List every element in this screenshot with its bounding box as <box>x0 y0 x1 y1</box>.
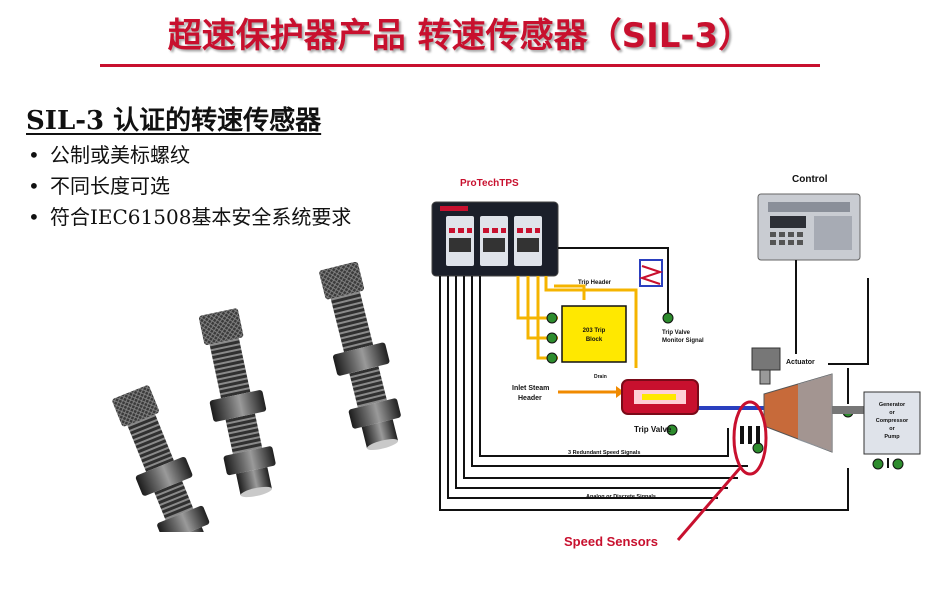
feature-list: 公制或美标螺纹 不同长度可选 符合IEC61508基本安全系统要求 <box>26 140 396 233</box>
trip-valve-monitor-line2: Monitor Signal <box>662 338 704 344</box>
trip-block-line1: 203 Trip <box>583 328 606 334</box>
trip-valve-body <box>621 379 768 415</box>
trip-valve-monitor-line1: Trip Valve <box>662 330 691 336</box>
trip-header-symbol <box>638 259 664 287</box>
feature-item-thread: 公制或美标螺纹 <box>26 140 396 171</box>
equipment-line2: or <box>889 410 895 416</box>
control-unit <box>757 193 861 261</box>
speed-sensors-photo <box>112 262 401 532</box>
feature-item-iec61508: 符合IEC61508基本安全系统要求 <box>26 202 396 233</box>
redundant-signals-label: 3 Redundant Speed Signals <box>568 450 640 456</box>
speed-sensors-label: Speed Sensors <box>564 534 658 549</box>
actuator-label: Actuator <box>786 359 815 366</box>
inlet-steam-line1: Inlet Steam <box>512 385 549 392</box>
control-label: Control <box>792 174 828 185</box>
turbine-symbol <box>763 373 864 453</box>
page-title: 超速保护器产品 转速传感器（SIL-3） <box>100 10 820 67</box>
equipment-line1: Generator <box>879 402 906 408</box>
equipment-line5: Pump <box>884 434 900 440</box>
trip-header-label: Trip Header <box>578 280 612 286</box>
trip-block-line2: Block <box>586 337 603 343</box>
protech-label: ProTechTPS <box>460 178 519 189</box>
feature-item-length: 不同长度可选 <box>26 171 396 202</box>
equipment-line4: or <box>889 426 895 432</box>
trip-block <box>561 305 627 363</box>
trip-valve-label: Trip Valve <box>634 425 672 434</box>
analog-signals-label: Analog or Discrete Signals <box>586 494 656 500</box>
protection-system-diagram: ProTechTPS Control <box>431 174 921 549</box>
actuator-symbol <box>751 347 781 385</box>
equipment-line3: Compressor <box>876 418 909 424</box>
speed-sensors-mount <box>732 400 768 476</box>
inlet-steam-line2: Header <box>518 395 542 402</box>
sensor-left <box>112 385 210 532</box>
drain-label: Drain <box>594 374 607 380</box>
driven-equipment-box <box>863 391 921 455</box>
section-subtitle: SIL-3 认证的转速传感器 <box>26 106 322 136</box>
sensor-middle <box>198 308 276 498</box>
protech-tps-unit <box>431 201 559 277</box>
sensor-right <box>319 262 401 451</box>
